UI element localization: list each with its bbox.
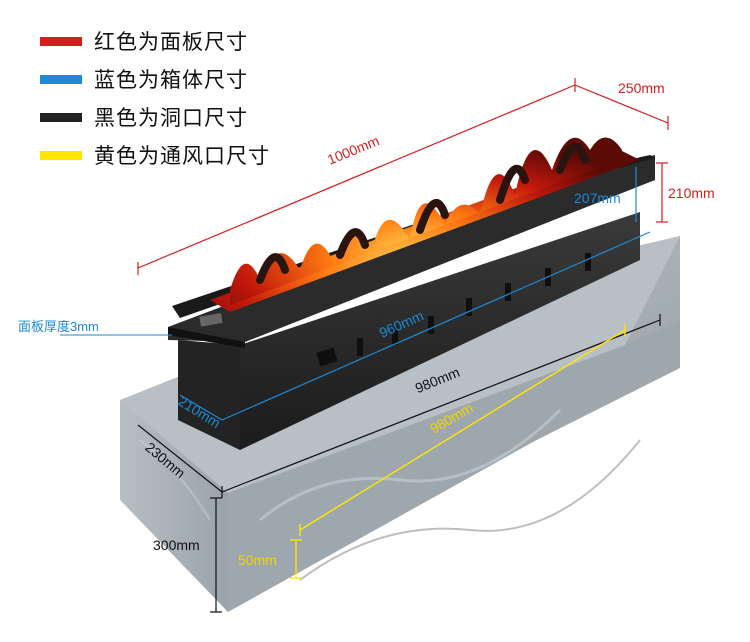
legend-label: 黄色为通风口尺寸 [94, 144, 270, 168]
legend-label: 红色为面板尺寸 [94, 30, 248, 54]
black-swatch [40, 112, 82, 122]
black-dimension-lines [137, 314, 661, 613]
panel-height-label: 210mm [668, 185, 715, 201]
opening-height-label: 300mm [153, 537, 200, 553]
panel-thickness-note: 面板厚度3mm [18, 319, 99, 334]
legend-item-black: 黑色为洞口尺寸 [40, 98, 270, 136]
yellow-dimension-lines [290, 324, 626, 579]
legend-label: 黑色为洞口尺寸 [94, 106, 248, 130]
vent-slots [316, 253, 591, 367]
red-dimension-lines [137, 78, 669, 275]
fireplace-body [168, 137, 655, 450]
blue-swatch [40, 74, 82, 84]
legend-item-blue: 蓝色为箱体尺寸 [40, 60, 270, 98]
blue-dimension-lines [179, 167, 651, 421]
red-swatch [40, 36, 82, 46]
legend-label: 蓝色为箱体尺寸 [94, 68, 248, 92]
vent-height-label: 50mm [238, 552, 277, 568]
legend-item-yellow: 黄色为通风口尺寸 [40, 136, 270, 174]
legend-item-red: 红色为面板尺寸 [40, 22, 270, 60]
color-legend: 红色为面板尺寸 蓝色为箱体尺寸 黑色为洞口尺寸 黄色为通风口尺寸 [40, 22, 270, 174]
box-height-label: 207mm [574, 190, 621, 206]
fire-bed [210, 137, 640, 312]
panel-depth-label: 250mm [618, 80, 665, 96]
yellow-swatch [40, 150, 82, 160]
